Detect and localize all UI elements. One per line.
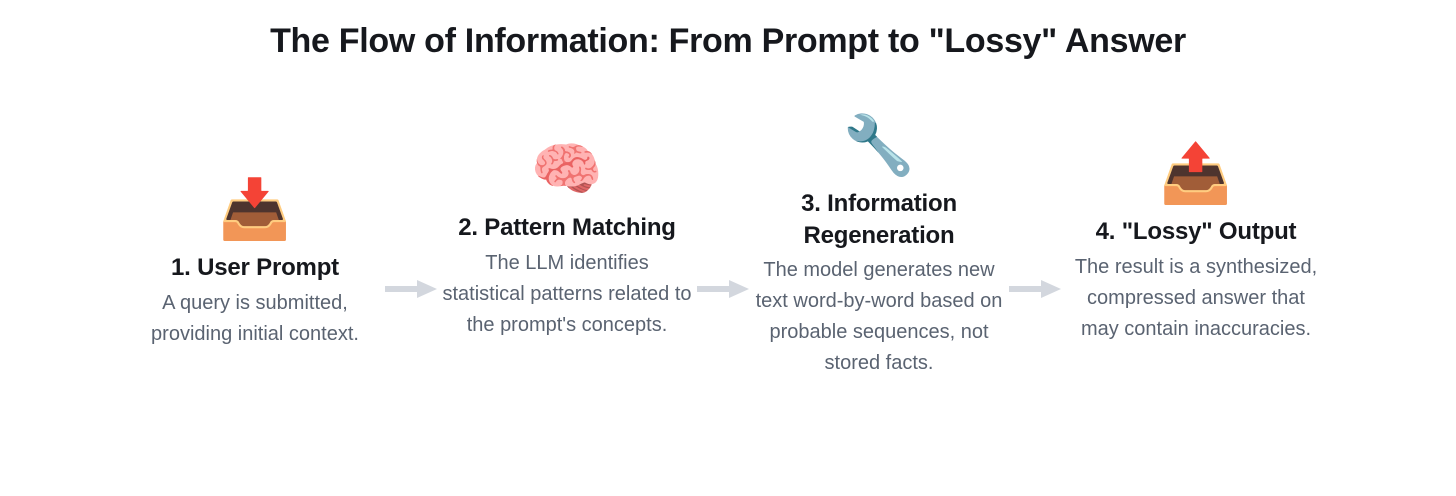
flow-step-1: 📥 1. User Prompt A query is submitted, p…	[130, 100, 380, 350]
flow-step-2: 🧠 2. Pattern Matching The LLM identifies…	[442, 100, 692, 341]
arrow-right-icon	[697, 280, 749, 298]
arrow-right-icon	[1009, 280, 1061, 298]
flow-step-3-body: The model generates new text word-by-wor…	[755, 259, 1003, 375]
flow-connector-2	[692, 100, 754, 300]
wrench-icon: 🔧	[842, 113, 916, 178]
flow-row: 📥 1. User Prompt A query is submitted, p…	[0, 100, 1456, 496]
flow-step-1-body: A query is submitted, providing initial …	[151, 291, 359, 345]
outbox-tray-icon: 📤	[1159, 141, 1233, 206]
inbox-tray-icon: 📥	[218, 177, 292, 242]
page-title: The Flow of Information: From Prompt to …	[270, 22, 1186, 60]
flow-step-4: 📤 4. "Lossy" Output The result is a synt…	[1066, 100, 1326, 345]
flow-connector-1	[380, 100, 442, 300]
flow-step-4-heading: 4. "Lossy" Output	[1095, 218, 1297, 245]
flow-step-3-heading: 3. Information Regeneration	[801, 190, 957, 249]
flow-step-2-body: The LLM identifies statistical patterns …	[442, 251, 692, 336]
flow-step-2-heading: 2. Pattern Matching	[458, 214, 676, 241]
flow-step-4-body: The result is a synthesized, compressed …	[1074, 255, 1318, 340]
brain-icon: 🧠	[530, 137, 604, 202]
flow-connector-3	[1004, 100, 1066, 300]
flow-step-1-heading: 1. User Prompt	[171, 254, 339, 281]
flow-step-3: 🔧 3. Information Regeneration The model …	[754, 100, 1004, 379]
arrow-right-icon	[385, 280, 437, 298]
